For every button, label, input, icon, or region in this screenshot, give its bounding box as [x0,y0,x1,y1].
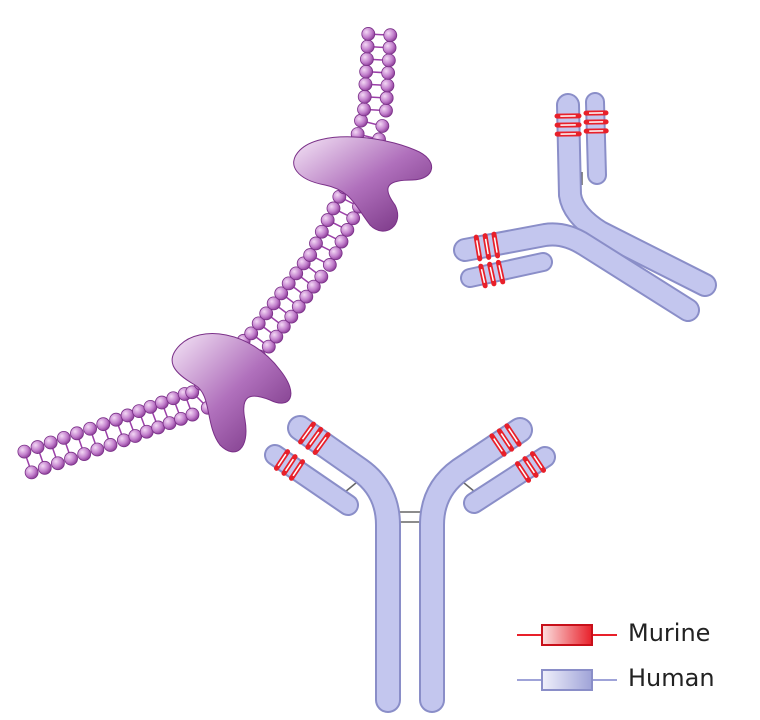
lipid-head [314,269,329,284]
lipid-head [281,276,296,291]
lipid-head [306,279,321,294]
lipid-head [274,286,289,301]
murine-region [554,113,582,137]
legend-human-swatch [517,669,617,691]
light-chain-right [463,446,556,514]
lipid-head [357,102,371,117]
murine-region [514,451,547,483]
lipid-head [359,64,374,79]
heavy-chain-lower [453,222,700,322]
lipid-head [375,119,390,133]
light-chain-left [264,444,359,516]
murine-region [489,423,522,457]
murine-region [473,231,501,262]
lipid-head [299,289,314,304]
lipid-head [361,27,376,41]
lipid-head [90,442,105,457]
lipid-head [360,39,375,54]
lipid-head [314,224,329,239]
membrane-protein-upper [293,136,433,232]
lipid-head [70,426,84,441]
lipid-head [346,211,361,226]
lipid-head [261,339,276,354]
lipid-head [379,91,394,105]
lipid-head [276,319,291,334]
lipid-head [103,438,118,452]
lipid-head [354,113,368,128]
lipid-head [37,460,52,475]
lipid-head [379,103,393,118]
lipid-head [320,213,335,227]
lipid-head [381,53,396,68]
murine-region [583,110,609,134]
lipid-head [326,201,341,216]
heavy-chain-right [419,417,533,713]
lipid-head [50,456,65,471]
lipid-head [17,444,32,459]
membrane-protein-lower [171,333,292,453]
lipid-head [77,447,92,462]
lipid-head [259,306,274,321]
lipid-head [383,28,398,43]
legend-human-label: Human [628,664,715,692]
lipid-head [381,66,396,80]
lipid-head [334,234,349,249]
lipid-head [291,299,306,314]
lipid-head [30,440,45,454]
murine-region [273,449,306,481]
lipid-head [251,316,266,331]
lipid-head [340,223,355,237]
lipid-head [328,246,343,261]
lipid-head [269,329,284,344]
murine-region [298,421,331,455]
lipid-head [380,78,395,93]
lipid-head [357,89,372,104]
lipid-head [83,421,98,436]
lipid-head [96,417,111,432]
antibodies [264,92,717,713]
lipid-head [185,385,200,400]
heavy-chain-upper [556,93,717,297]
lipid-head [24,465,39,480]
lipid-head [185,407,200,422]
legend-murine-swatch [517,624,617,646]
lipid-head [322,258,337,272]
lipid-head [284,309,299,324]
legend-murine-label: Murine [628,619,711,647]
lipid-head [266,296,281,311]
lipid-head [303,248,318,262]
cell-membrane-bilayer [17,27,398,480]
heavy-chain-left [287,415,401,713]
lipid-head [244,326,259,341]
lipid-head [56,430,71,445]
lipid-head [64,451,78,466]
lipid-head [382,40,397,55]
lipid-head [358,77,373,92]
lipid-head [359,52,374,66]
lipid-head [43,435,58,450]
lipid-head [289,266,304,281]
lipid-head [309,236,323,251]
murine-region [478,259,506,289]
